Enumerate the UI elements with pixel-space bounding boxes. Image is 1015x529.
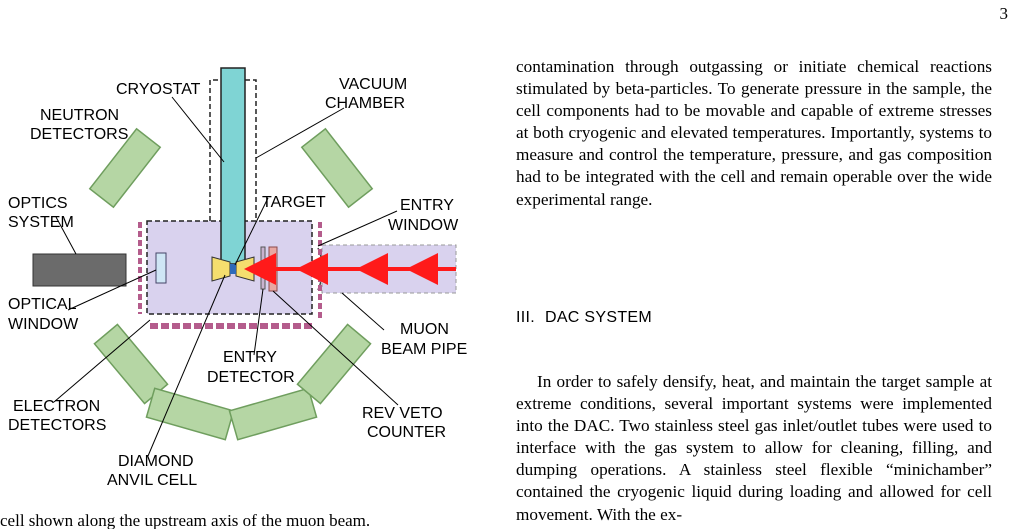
section-number: III. bbox=[516, 309, 535, 326]
diamond-anvil-left bbox=[211, 256, 231, 282]
label-dac-1: DIAMOND bbox=[118, 453, 194, 470]
leader-cryostat bbox=[171, 96, 225, 163]
label-electron-detectors-1: ELECTRON bbox=[13, 398, 100, 415]
body-text-top: contamination through outgassing or init… bbox=[516, 56, 992, 211]
paragraph: contamination through outgassing or init… bbox=[516, 57, 992, 209]
label-muon-beam-pipe-1: MUON bbox=[400, 321, 449, 338]
leader-optics bbox=[55, 216, 77, 255]
label-cryostat: CRYOSTAT bbox=[116, 81, 201, 98]
electron-detector-4 bbox=[296, 323, 372, 405]
neutron-detector-right bbox=[300, 127, 374, 209]
leader-electron-detectors bbox=[53, 319, 151, 403]
section-heading: III. DAC SYSTEM bbox=[516, 309, 652, 327]
label-optical-window-2: WINDOW bbox=[8, 316, 79, 333]
cryostat bbox=[220, 67, 246, 265]
label-optics-system-2: SYSTEM bbox=[8, 214, 74, 231]
label-vacuum-chamber-2: CHAMBER bbox=[325, 95, 405, 112]
electron-detector-3 bbox=[228, 387, 318, 441]
leader-vacuum-chamber bbox=[255, 107, 345, 159]
label-rev-veto-1: REV VETO bbox=[362, 405, 443, 422]
paragraph: In order to safely densify, heat, and ma… bbox=[516, 372, 992, 524]
label-muon-beam-pipe-2: BEAM PIPE bbox=[381, 341, 467, 358]
label-entry-window-1: ENTRY bbox=[400, 197, 454, 214]
label-rev-veto-2: COUNTER bbox=[367, 424, 446, 441]
neutron-detector-left bbox=[88, 127, 162, 209]
label-entry-detector-1: ENTRY bbox=[223, 349, 277, 366]
body-text-bottom: In order to safely densify, heat, and ma… bbox=[516, 371, 992, 526]
label-electron-detectors-2: DETECTORS bbox=[8, 417, 106, 434]
leader-optical-window bbox=[67, 269, 157, 311]
experiment-diagram: CRYOSTAT VACUUM CHAMBER NEUTRON DETECTOR… bbox=[0, 0, 500, 529]
leader-dac bbox=[147, 274, 226, 457]
label-neutron-detectors-2: DETECTORS bbox=[30, 126, 128, 143]
label-optical-window-1: OPTICAL bbox=[8, 296, 77, 313]
page-number: 3 bbox=[999, 4, 1009, 23]
leader-entry-detector bbox=[253, 288, 264, 356]
electron-detector-2 bbox=[145, 387, 235, 441]
leader-entry-window bbox=[317, 210, 398, 247]
leader-rev-veto bbox=[272, 290, 399, 406]
section-title: DAC SYSTEM bbox=[544, 309, 652, 326]
leader-target bbox=[234, 197, 269, 266]
label-neutron-detectors-1: NEUTRON bbox=[40, 107, 119, 124]
sample-target bbox=[230, 264, 236, 274]
label-optics-system-1: OPTICS bbox=[8, 195, 68, 212]
label-entry-window-2: WINDOW bbox=[388, 217, 459, 234]
label-target: TARGET bbox=[262, 194, 326, 211]
label-vacuum-chamber-1: VACUUM bbox=[339, 76, 407, 93]
optical-window bbox=[155, 252, 167, 284]
figure-caption: cell shown along the upstream axis of th… bbox=[0, 511, 371, 529]
label-dac-2: ANVIL CELL bbox=[107, 472, 197, 489]
optics-system bbox=[32, 253, 127, 287]
label-entry-detector-2: DETECTOR bbox=[207, 369, 295, 386]
leader-muon-beam-pipe bbox=[341, 292, 385, 331]
